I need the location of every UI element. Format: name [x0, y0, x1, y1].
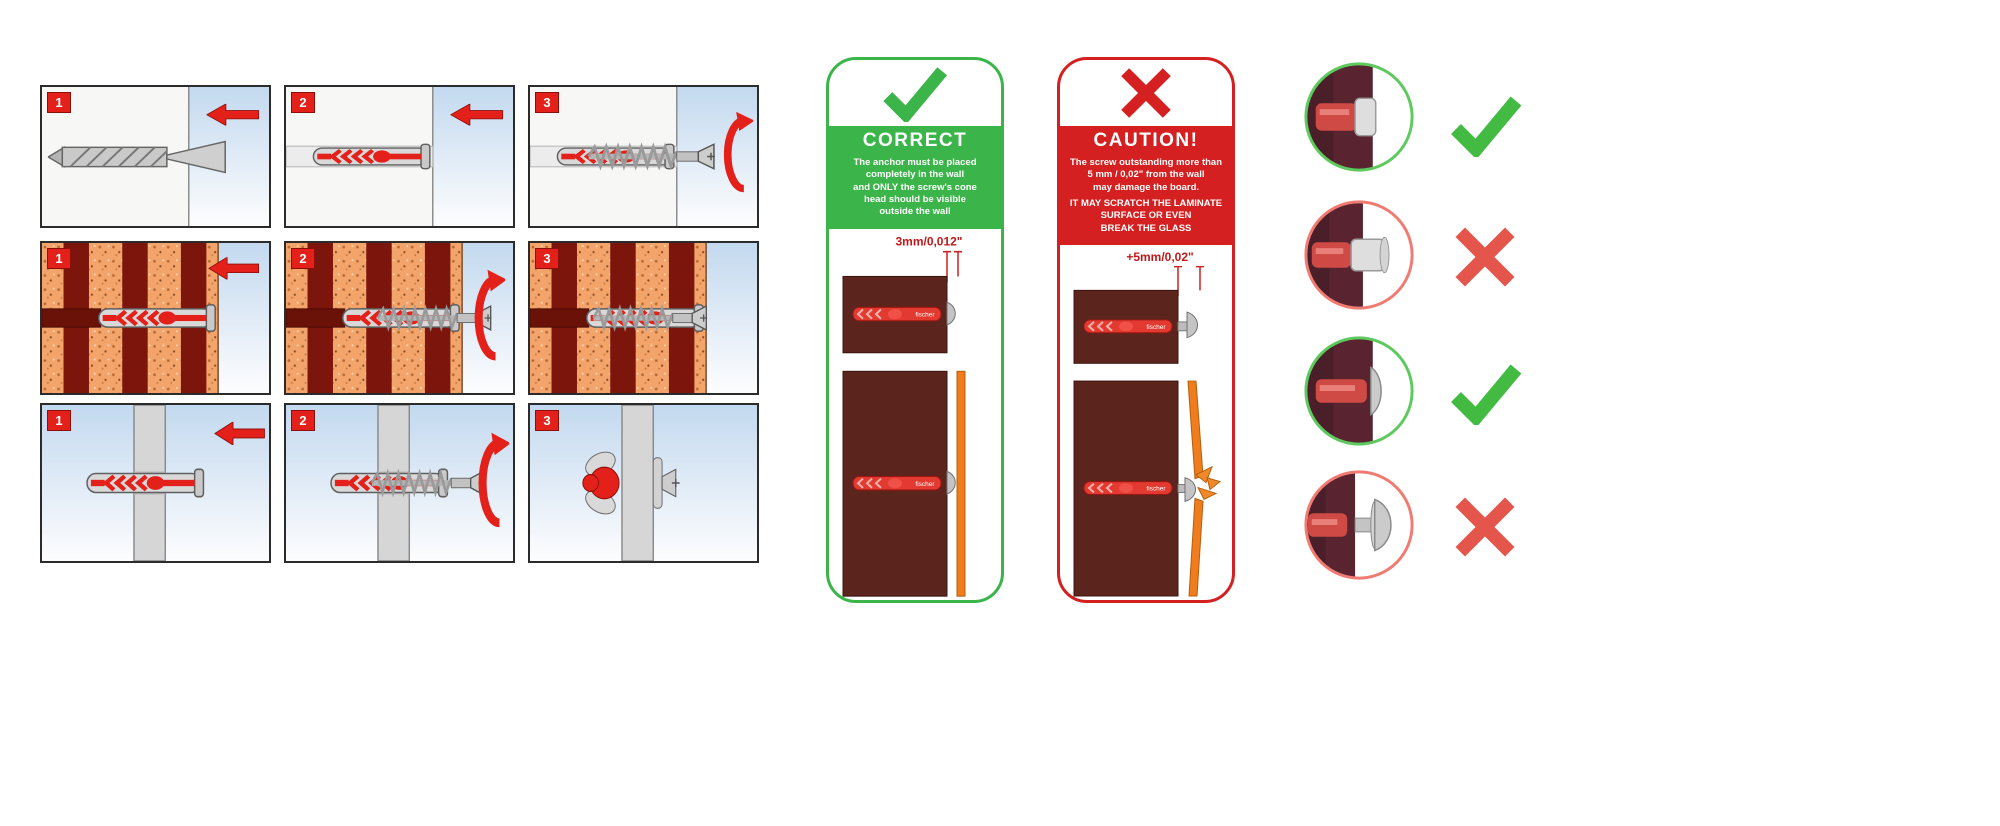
step-panel-solid-wall-1: 1	[40, 85, 271, 228]
step-number-badge: 3	[535, 248, 559, 269]
anchor-brand-label: fischer	[915, 480, 935, 487]
step-panel-solid-wall-3: 3	[528, 85, 759, 228]
wall-anchor-icon	[97, 304, 216, 332]
step-number-badge: 2	[291, 92, 315, 113]
step-number-badge: 2	[291, 248, 315, 269]
closeup-anchor-flush	[1304, 62, 1414, 172]
caution-title: CAUTION!	[1093, 130, 1199, 151]
anchor-knotted-drywall-illustration	[530, 405, 757, 561]
anchor-brand-label: fischer	[1146, 486, 1166, 493]
step-panel-drywall-1: 1	[40, 403, 271, 563]
step-panel-brick-wall-3: 3	[528, 241, 759, 395]
insert-anchor-drywall-illustration	[42, 405, 269, 561]
drive-screw-illustration	[530, 87, 757, 226]
closeup-screwhead-flush	[1304, 336, 1414, 446]
step-number-badge: 1	[47, 248, 71, 269]
cross-icon	[1452, 226, 1518, 288]
step-panel-brick-wall-2: 2	[284, 241, 515, 395]
insert-anchor-brick-illustration	[42, 243, 269, 393]
measurement-label: 3mm/0,012"	[896, 234, 963, 248]
step-number-badge: 1	[47, 92, 71, 113]
closeup-screwhead-protruding	[1304, 470, 1414, 580]
caution-diagram: +5mm/0,02" fischer fischer	[1073, 250, 1222, 597]
step-number-badge: 3	[535, 92, 559, 113]
caution-warning-text: IT MAY SCRATCH THE LAMINATE SURFACE OR E…	[1069, 198, 1223, 234]
anchor-brand-label: fischer	[1146, 324, 1166, 331]
wall-anchor-icon	[312, 143, 431, 170]
step-panel-brick-wall-1: 1	[40, 241, 271, 395]
wall-anchor-icon	[86, 468, 205, 498]
anchor-brand-label: fischer	[915, 311, 935, 318]
check-icon	[1448, 360, 1524, 426]
drive-screw-drywall-illustration	[286, 405, 513, 561]
correct-card-header: CORRECT The anchor must be placed comple…	[829, 126, 1001, 229]
drill-hole-illustration	[42, 87, 269, 226]
cross-icon	[1452, 496, 1518, 558]
step-panel-drywall-3: 3	[528, 403, 759, 563]
drive-screw-brick-illustration	[286, 243, 513, 393]
step-panel-solid-wall-2: 2	[284, 85, 515, 228]
correct-body-text: The anchor must be placed completely in …	[853, 157, 977, 218]
correct-card: CORRECT The anchor must be placed comple…	[826, 57, 1004, 603]
step-panel-drywall-2: 2	[284, 403, 515, 563]
insert-anchor-illustration	[286, 87, 513, 226]
caution-card-header: CAUTION! The screw outstanding more than…	[1060, 126, 1232, 246]
measurement-label: +5mm/0,02"	[1126, 250, 1193, 264]
cross-icon	[1060, 60, 1232, 126]
step-number-badge: 2	[291, 410, 315, 431]
screw-seated-brick-illustration	[530, 243, 757, 393]
step-number-badge: 3	[535, 410, 559, 431]
closeup-anchor-protruding	[1304, 200, 1414, 310]
check-icon	[829, 60, 1001, 126]
caution-card: CAUTION! The screw outstanding more than…	[1057, 57, 1235, 603]
check-icon	[1448, 92, 1524, 158]
correct-title: CORRECT	[862, 130, 968, 151]
correct-diagram: 3mm/0,012" fischer fischer	[842, 234, 966, 597]
caution-body-text: The screw outstanding more than 5 mm / 0…	[1069, 157, 1223, 193]
step-number-badge: 1	[47, 410, 71, 431]
